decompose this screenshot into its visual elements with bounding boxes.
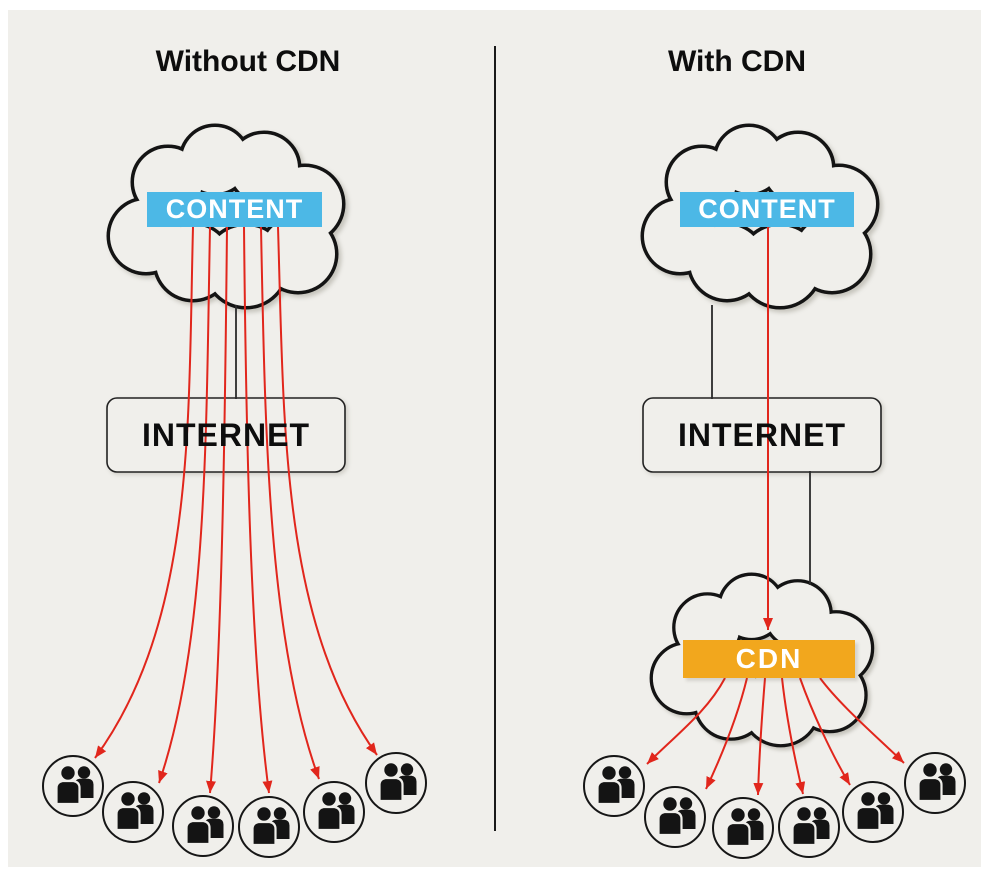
cdn-label: CDN xyxy=(683,640,855,678)
users-icon xyxy=(643,785,707,849)
left-panel-title: Without CDN xyxy=(155,45,341,78)
content-label-left: CONTENT xyxy=(147,192,322,227)
content-label-right: CONTENT xyxy=(680,192,854,227)
internet-box xyxy=(642,397,882,473)
request-arrows-without-cdn xyxy=(94,226,378,794)
internet-label-left: INTERNET xyxy=(142,417,310,453)
users-icon xyxy=(582,754,646,818)
users-icon xyxy=(41,754,105,818)
users-icon xyxy=(171,794,235,858)
users-icon xyxy=(841,780,905,844)
right-panel-title: With CDN xyxy=(667,45,807,78)
users-icon xyxy=(101,780,165,844)
users-icon xyxy=(711,796,775,860)
users-icon xyxy=(903,751,967,815)
users-icon xyxy=(302,780,366,844)
request-arrows-with-cdn xyxy=(646,227,905,796)
connector-lines xyxy=(235,305,811,585)
internet-label-right: INTERNET xyxy=(678,417,846,453)
users-icon xyxy=(237,795,301,859)
users-icon xyxy=(777,795,841,859)
users-icon xyxy=(364,751,428,815)
